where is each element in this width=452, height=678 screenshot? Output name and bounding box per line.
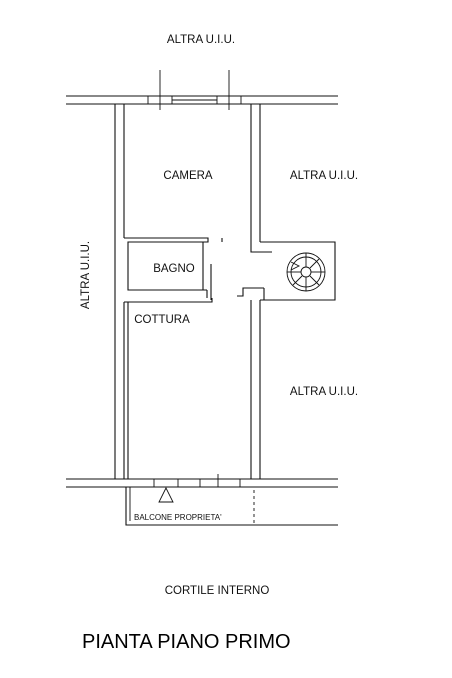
left-neighbor-label: ALTRA U.I.U. (80, 241, 92, 309)
page-title: PIANTA PIANO PRIMO (82, 631, 291, 653)
right-upper-neighbor-label: ALTRA U.I.U. (290, 170, 358, 182)
balcony-openings (153, 474, 241, 503)
top-neighbor-label: ALTRA U.I.U. (167, 34, 235, 46)
balcony-label: BALCONE PROPRIETA' (134, 513, 222, 522)
apartment-walls (123, 104, 336, 479)
room-cottura-label: COTTURA (134, 314, 190, 326)
room-camera-label: CAMERA (163, 170, 213, 182)
courtyard-label: CORTILE INTERNO (165, 585, 270, 597)
top-windows (147, 70, 242, 110)
balcony (125, 487, 338, 526)
building-outline (66, 95, 338, 488)
north-arrow-icon (158, 486, 174, 503)
right-lower-neighbor-label: ALTRA U.I.U. (290, 386, 358, 398)
spiral-stair-icon (286, 252, 326, 292)
room-bagno-label: BAGNO (153, 263, 195, 275)
